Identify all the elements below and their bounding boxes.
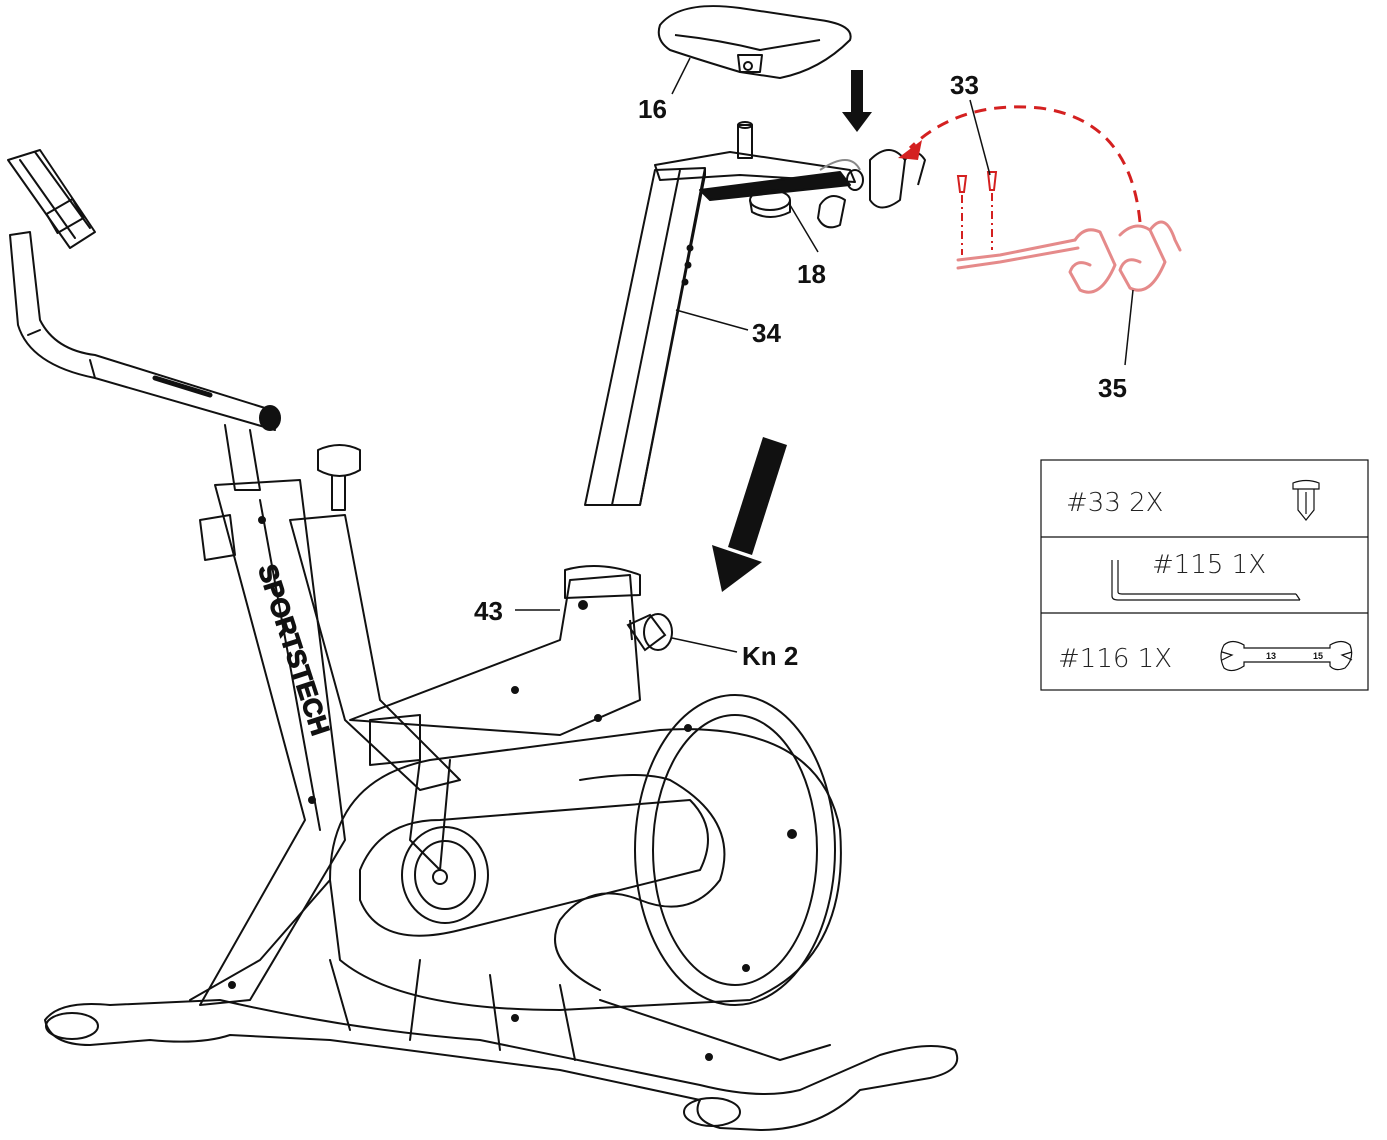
- parts-row-116: #116 1X: [1058, 644, 1172, 674]
- parts-row-33: #33 2X: [1066, 488, 1164, 518]
- callout-18: 18: [797, 259, 826, 289]
- bottle-holder-part: [956, 220, 1182, 294]
- saddle-down-arrow: [842, 70, 872, 132]
- wrench-size-15: 15: [1313, 651, 1323, 661]
- allen-key-icon: [1111, 560, 1301, 601]
- adjust-knob: [626, 613, 673, 652]
- leader-lines: [515, 57, 1134, 653]
- seat-slider: [654, 121, 926, 229]
- wrench-size-13: 13: [1266, 651, 1276, 661]
- callout-34: 34: [752, 318, 781, 348]
- seat-post: [584, 167, 706, 506]
- callout-kn2: Kn 2: [742, 641, 798, 671]
- bike-frame: [44, 444, 959, 1131]
- bolt-icon: [1292, 479, 1320, 521]
- install-path-arrow: [898, 105, 1142, 223]
- saddle: [657, 5, 852, 79]
- parts-table: #33 2X #115 1X #116 1X 13 15: [1040, 459, 1369, 691]
- callout-43: 43: [474, 596, 503, 626]
- callout-35: 35: [1098, 373, 1127, 403]
- wrench-icon: [1220, 640, 1353, 672]
- parts-row-115: #115 1X: [1152, 550, 1266, 580]
- bolts-33: [956, 171, 998, 255]
- callout-16: 16: [638, 94, 667, 124]
- handlebar: [7, 149, 281, 491]
- callout-33: 33: [950, 70, 979, 100]
- post-insert-arrow: [712, 437, 787, 592]
- brand-text: SPORTSTECH: [252, 561, 335, 739]
